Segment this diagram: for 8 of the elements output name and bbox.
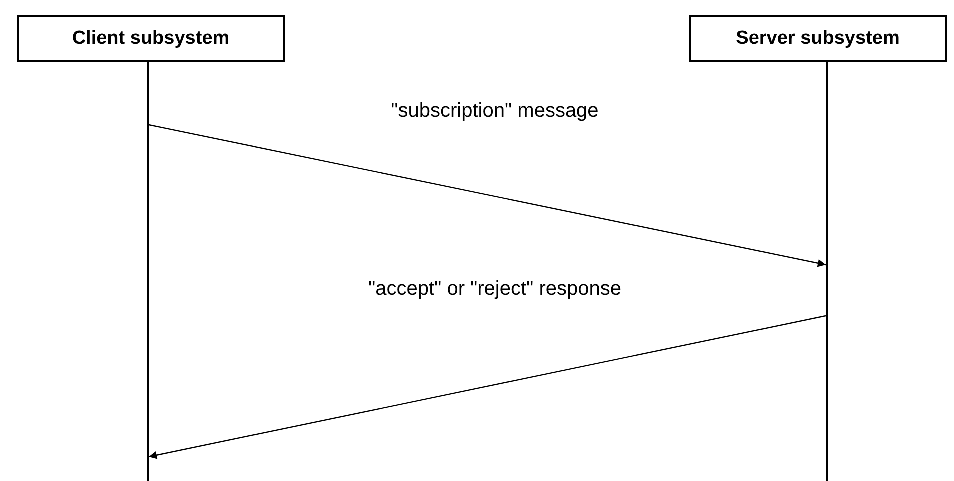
lifeline — [826, 62, 828, 481]
lifeline — [147, 62, 149, 481]
lifeline-header-box: Server subsystem — [689, 15, 947, 62]
edge-label: "accept" or "reject" response — [366, 278, 624, 301]
message-arrow — [148, 315, 826, 460]
message-arrow — [148, 124, 826, 268]
edge-label: "subscription" message — [389, 100, 601, 123]
lifeline-header-box: Client subsystem — [17, 15, 285, 62]
